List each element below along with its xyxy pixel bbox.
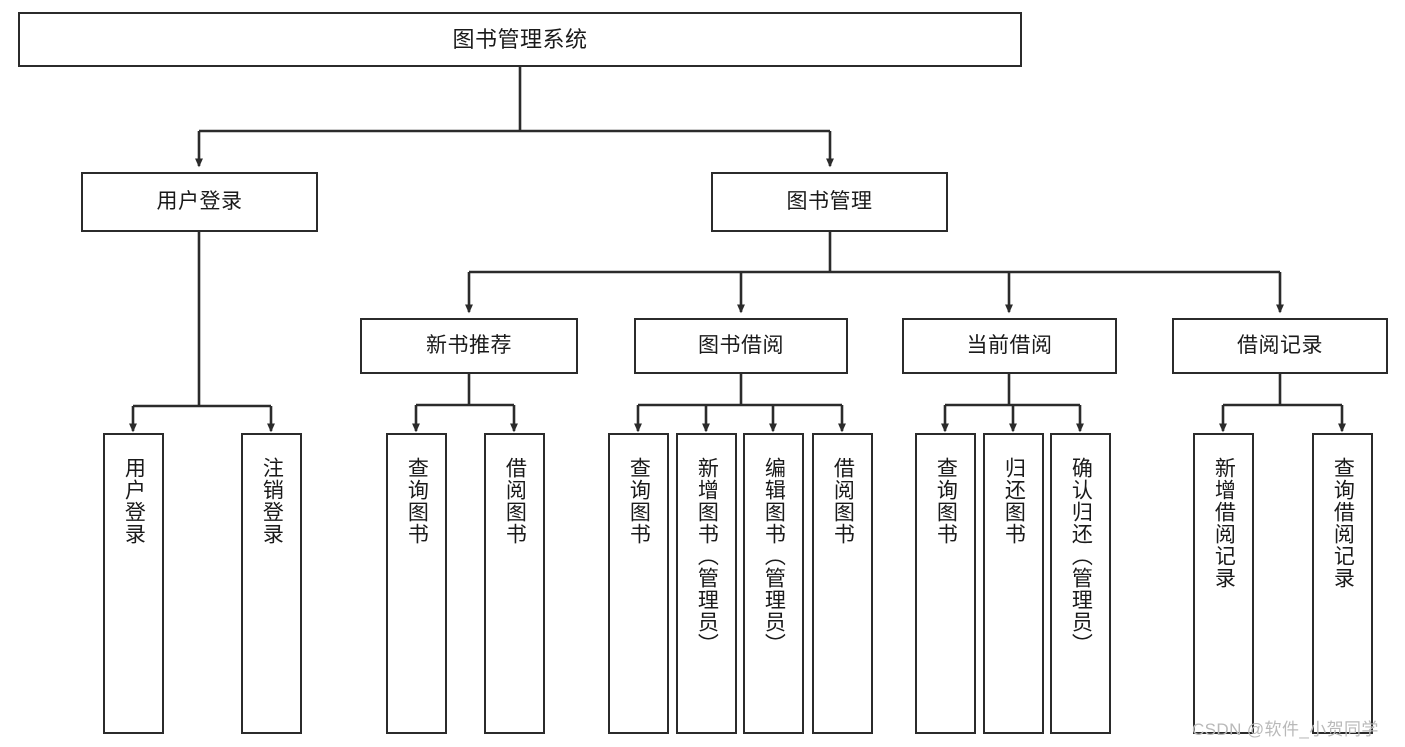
watermark-text: CSDN @软件_小贺同学 xyxy=(1192,720,1379,739)
node-borrow-record[interactable]: 借阅记录 xyxy=(1172,318,1388,374)
node-label: 用户登录 xyxy=(122,457,146,545)
node-label: 借阅图书 xyxy=(831,457,855,545)
leaf-add-borrow-record[interactable]: 新增借阅记录 xyxy=(1193,433,1254,734)
node-new-book-recommend[interactable]: 新书推荐 xyxy=(360,318,578,374)
node-label: 归还图书 xyxy=(1002,457,1026,545)
node-label: 查询图书 xyxy=(405,457,429,545)
node-label: 编辑图书（管理员） xyxy=(762,457,786,655)
leaf-add-book-admin[interactable]: 新增图书（管理员） xyxy=(676,433,737,734)
node-label: 查询借阅记录 xyxy=(1331,457,1355,589)
node-label: 注销登录 xyxy=(260,457,284,545)
node-label: 查询图书 xyxy=(934,457,958,545)
node-label: 图书管理 xyxy=(786,189,873,213)
node-label: 用户登录 xyxy=(156,189,243,213)
leaf-edit-book-admin[interactable]: 编辑图书（管理员） xyxy=(743,433,804,734)
node-root-system[interactable]: 图书管理系统 xyxy=(18,12,1022,67)
node-label: 新书推荐 xyxy=(426,333,512,357)
node-book-borrow[interactable]: 图书借阅 xyxy=(634,318,848,374)
node-label: 查询图书 xyxy=(627,457,651,545)
node-user-login[interactable]: 用户登录 xyxy=(81,172,318,232)
leaf-borrow-book[interactable]: 借阅图书 xyxy=(812,433,873,734)
leaf-query-book-borrow[interactable]: 查询图书 xyxy=(608,433,669,734)
node-label: 当前借阅 xyxy=(966,333,1053,357)
node-label: 图书管理系统 xyxy=(452,26,588,52)
node-label: 借阅记录 xyxy=(1237,333,1323,357)
node-current-borrow[interactable]: 当前借阅 xyxy=(902,318,1117,374)
node-label: 新增借阅记录 xyxy=(1212,457,1236,589)
leaf-confirm-return-admin[interactable]: 确认归还（管理员） xyxy=(1050,433,1111,734)
node-label: 借阅图书 xyxy=(503,457,527,545)
leaf-borrow-book-new[interactable]: 借阅图书 xyxy=(484,433,545,734)
leaf-user-login[interactable]: 用户登录 xyxy=(103,433,164,734)
leaf-query-borrow-record[interactable]: 查询借阅记录 xyxy=(1312,433,1373,734)
node-label: 图书借阅 xyxy=(698,333,784,357)
leaf-logout[interactable]: 注销登录 xyxy=(241,433,302,734)
leaf-return-book[interactable]: 归还图书 xyxy=(983,433,1044,734)
node-book-management[interactable]: 图书管理 xyxy=(711,172,948,232)
leaf-query-book-new[interactable]: 查询图书 xyxy=(386,433,447,734)
leaf-query-book-current[interactable]: 查询图书 xyxy=(915,433,976,734)
node-label: 确认归还（管理员） xyxy=(1069,457,1093,655)
node-label: 新增图书（管理员） xyxy=(695,457,719,655)
